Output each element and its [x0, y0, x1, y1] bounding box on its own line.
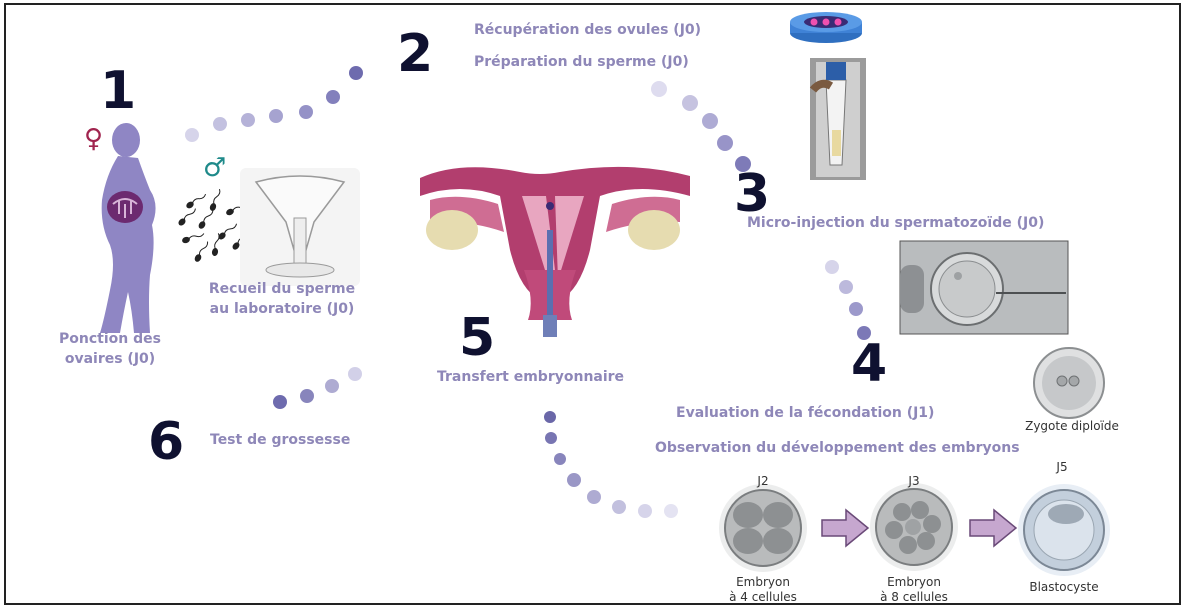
step3-caption: Micro-injection du spermatozoïde (J0): [747, 214, 1044, 234]
step2-preparation-label: Préparation du sperme (J0): [474, 53, 689, 73]
embryo-caption-4-cells: Embryon à 4 cellules: [713, 575, 813, 605]
dotted-path-3-4: [825, 260, 871, 340]
step-number-5: 5: [459, 312, 495, 364]
embryo-day-j2: J2: [743, 474, 783, 489]
step6-caption: Test de grossesse: [210, 431, 350, 451]
male-symbol-icon: ♂: [203, 155, 226, 181]
step4-developpement-label: Observation du développement des embryon…: [655, 439, 1020, 459]
arrow-j3-j5: [970, 510, 1016, 546]
petri-dish: [790, 12, 862, 43]
embryo-caption-blastocyst: Blastocyste: [1014, 580, 1114, 595]
embryo-day-j3: J3: [894, 474, 934, 489]
embryo-caption-8-cells: Embryon à 8 cellules: [864, 575, 964, 605]
sperm-cells-illustration: [178, 188, 249, 261]
zygote-image: [1034, 348, 1104, 418]
step4-fecondation-label: Evaluation de la fécondation (J1): [676, 404, 934, 424]
step5-caption: Transfert embryonnaire: [437, 368, 624, 388]
arrow-j2-j3: [822, 510, 868, 546]
embryo-j3-image: [870, 483, 958, 571]
step-number-1: 1: [100, 65, 136, 117]
collection-funnel: [240, 168, 360, 286]
blastocyst-image: [1018, 484, 1110, 576]
sperm-collection-caption: Recueil du sperme au laboratoire (J0): [182, 280, 382, 319]
zygote-caption: Zygote diploïde: [1022, 419, 1122, 434]
step2-recuperation-label: Récupération des ovules (J0): [474, 21, 701, 41]
dotted-path-1-2: [185, 66, 363, 142]
female-symbol-icon: ♀: [84, 126, 103, 152]
sperm-preparation-tube: [810, 58, 866, 180]
step-number-2: 2: [397, 28, 433, 80]
dotted-path-5-6: [273, 367, 362, 409]
embryo-day-j5: J5: [1042, 460, 1082, 475]
step-number-4: 4: [851, 338, 887, 390]
step1-caption: Ponction des ovaires (J0): [40, 330, 180, 369]
embryo-j2-image: [719, 484, 807, 572]
woman-silhouette: [100, 123, 156, 333]
step-number-3: 3: [734, 168, 770, 220]
dotted-path-2-3: [651, 81, 751, 172]
step-number-6: 6: [148, 416, 184, 468]
micro-injection-image: [900, 241, 1068, 334]
dotted-path-4-5: [544, 411, 678, 518]
